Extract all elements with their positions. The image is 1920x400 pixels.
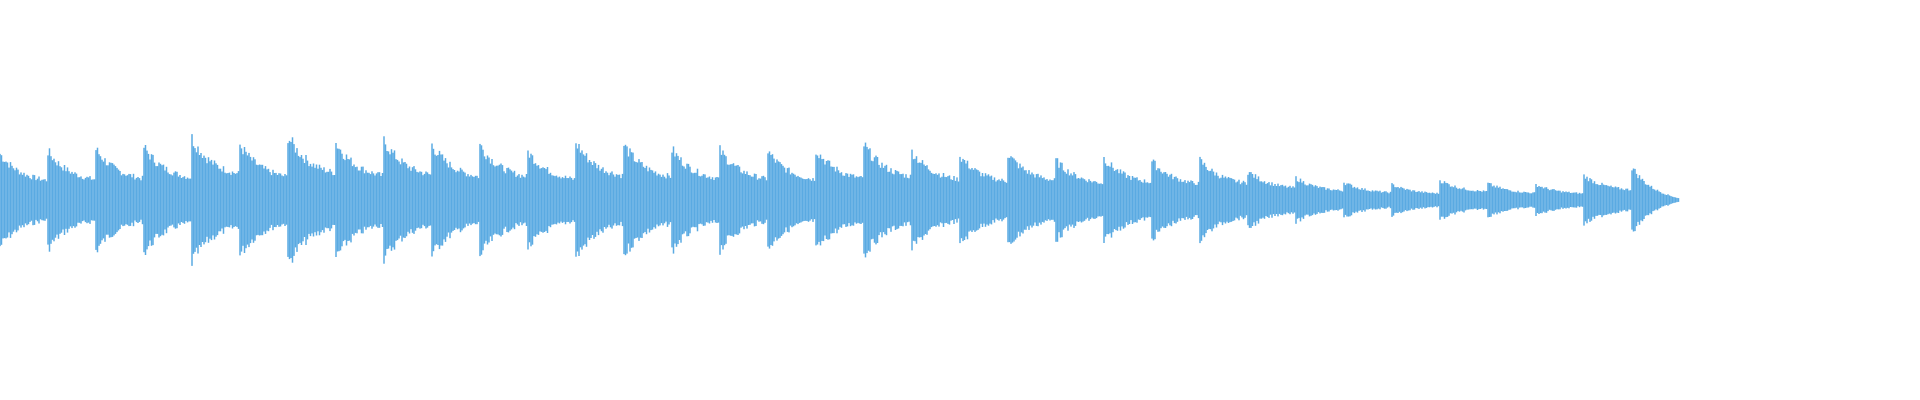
waveform-bars bbox=[0, 134, 1680, 266]
